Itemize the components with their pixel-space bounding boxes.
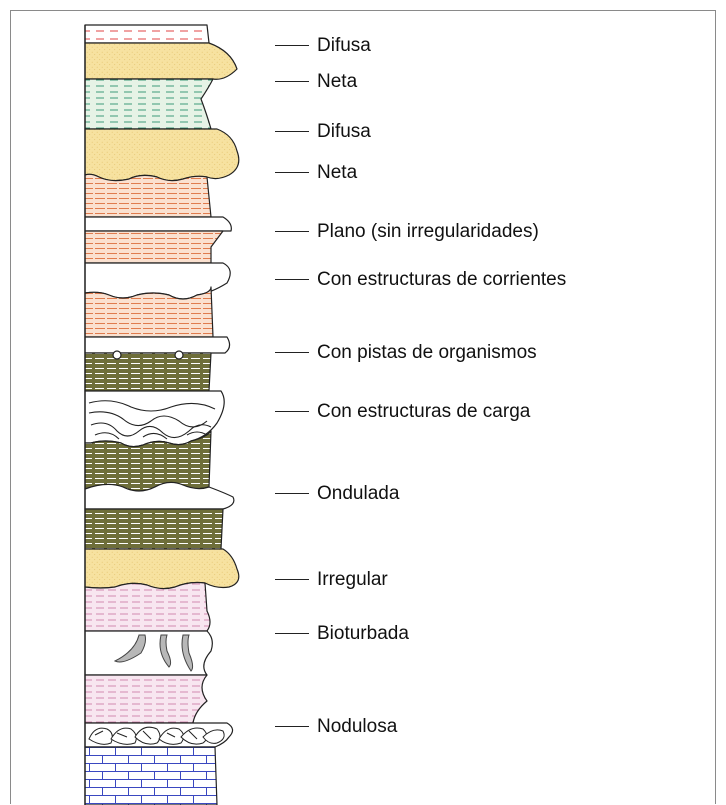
label-text: Ondulada — [317, 483, 400, 504]
layer-green — [84, 78, 214, 130]
layer-organisms-band — [84, 336, 231, 354]
nodules — [88, 726, 225, 745]
layer-pink-2 — [84, 674, 208, 724]
layer-olive-3 — [84, 508, 224, 550]
layer-plano-band — [84, 216, 232, 232]
label-text: Con estructuras de corrientes — [317, 269, 567, 290]
figure-frame: Difusa Neta Difusa Neta Plano (sin irreg… — [10, 10, 716, 805]
stratigraphic-column — [84, 24, 240, 805]
label-text: Con estructuras de carga — [317, 401, 531, 422]
layer-sand-1 — [84, 42, 238, 80]
layer-olive-1 — [84, 352, 212, 392]
layer-pink-1 — [84, 581, 211, 632]
layer-salmon-1 — [84, 173, 212, 218]
layer-salmon-2 — [84, 230, 224, 264]
label-text: Difusa — [317, 35, 371, 56]
label-text: Nodulosa — [317, 716, 398, 737]
label-text: Neta — [317, 71, 358, 92]
organism-traces — [112, 350, 184, 360]
layer-sand-2 — [84, 128, 240, 182]
layer-bioturbated-band — [84, 630, 213, 676]
label-text: Bioturbada — [317, 623, 409, 644]
layer-limestone — [84, 746, 218, 805]
label-text: Difusa — [317, 121, 371, 142]
label-text: Plano (sin irregularidades) — [317, 221, 539, 242]
label-text: Neta — [317, 162, 358, 183]
load-structure-folds — [88, 400, 216, 440]
label-text: Irregular — [317, 569, 388, 590]
layer-sand-3 — [84, 548, 240, 590]
burrows — [113, 634, 194, 672]
layer-wavy-band — [84, 481, 235, 510]
layer-salmon-3 — [84, 286, 214, 338]
label-text: Con pistas de organismos — [317, 342, 537, 363]
layer-red-top — [84, 24, 210, 44]
